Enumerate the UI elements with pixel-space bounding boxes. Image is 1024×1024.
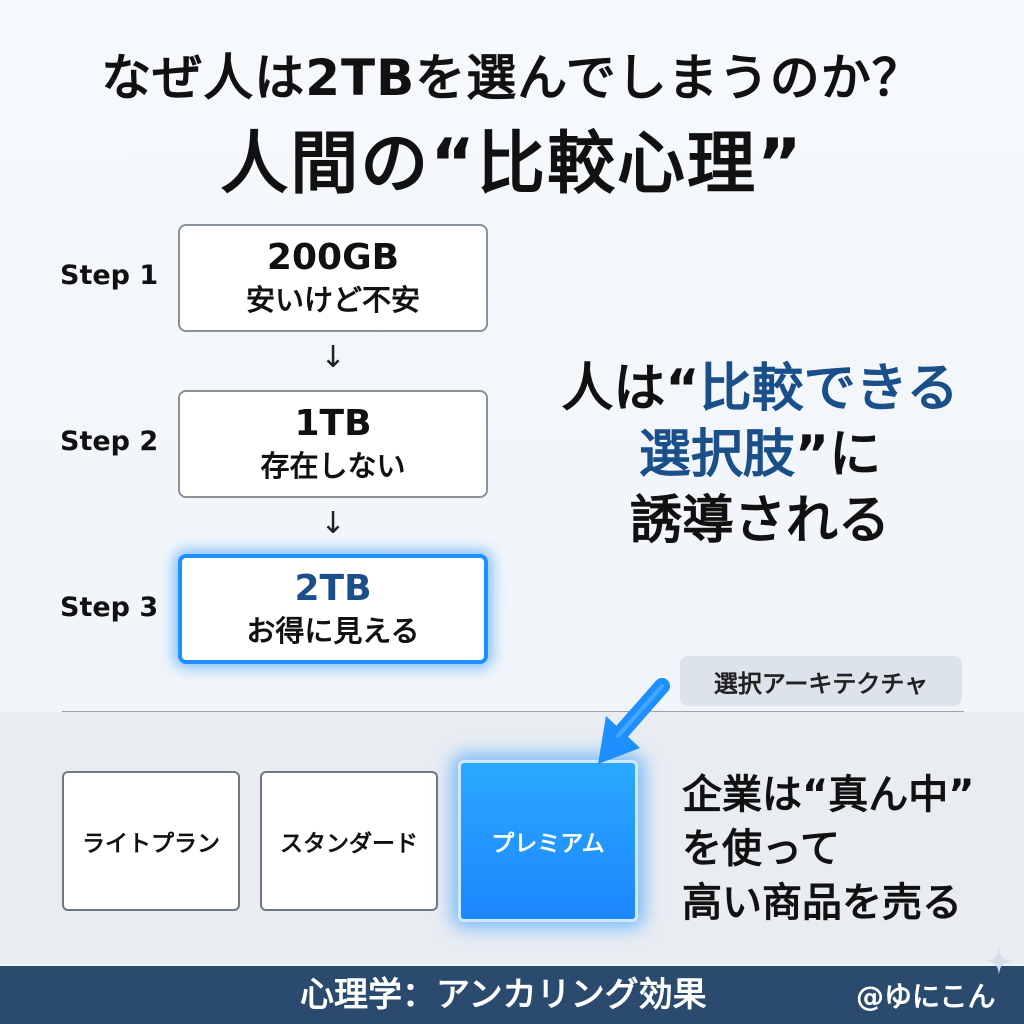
message-post: ”に bbox=[794, 425, 882, 485]
footer-label: 心理学：アンカリング効果 bbox=[300, 975, 707, 1015]
arrow-down-icon: ↓ bbox=[320, 506, 346, 541]
comparison-message: 人は“比較できる 選択肢”に 誘導される bbox=[540, 356, 980, 554]
footer-bar bbox=[0, 966, 1024, 1024]
arrow-down-icon: ↓ bbox=[320, 340, 346, 375]
section-divider bbox=[62, 711, 964, 712]
architecture-badge: 選択アーキテクチャ bbox=[680, 656, 962, 706]
plan-standard: スタンダード bbox=[260, 771, 438, 911]
step-1-box: 200GB 安いけど不安 bbox=[178, 224, 488, 332]
step-2-box: 1TB 存在しない bbox=[178, 390, 488, 498]
message-pre: 人は“ bbox=[561, 359, 700, 419]
page-title: なぜ人は2TBを選んでしまうのか？ bbox=[101, 49, 923, 107]
pricing-message-line2: を使って bbox=[682, 826, 840, 872]
message-highlight-2: 選択肢 bbox=[638, 425, 795, 485]
page-subtitle: 人間の“比較心理” bbox=[220, 125, 804, 204]
step-3-box: 2TB お得に見える bbox=[178, 554, 488, 664]
step-1-label: Step 1 bbox=[60, 260, 159, 291]
step-2-capacity: 1TB bbox=[294, 403, 372, 444]
comparison-message-line1: 人は“比較できる bbox=[540, 356, 980, 422]
step-3-label: Step 3 bbox=[60, 592, 159, 623]
sparkle-icon bbox=[985, 947, 1013, 975]
comparison-message-line2: 選択肢”に bbox=[540, 422, 980, 488]
step-2-note: 存在しない bbox=[260, 449, 406, 483]
pointer-arrow-icon bbox=[598, 678, 670, 764]
plan-premium: プレミアム bbox=[458, 760, 638, 922]
author-handle: @ゆにこん bbox=[856, 980, 996, 1013]
plan-light: ライトプラン bbox=[62, 771, 240, 911]
message-highlight-1: 比較できる bbox=[699, 359, 959, 419]
step-1-note: 安いけど不安 bbox=[245, 283, 420, 317]
pricing-message-line1: 企業は“真ん中” bbox=[682, 772, 975, 818]
pricing-message: 企業は“真ん中” を使って 高い商品を売る bbox=[682, 768, 1002, 930]
step-3-capacity: 2TB bbox=[294, 568, 372, 609]
pricing-message-line3: 高い商品を売る bbox=[682, 880, 962, 926]
step-2-label: Step 2 bbox=[60, 426, 159, 457]
comparison-message-line3: 誘導される bbox=[629, 491, 890, 551]
step-1-capacity: 200GB bbox=[266, 237, 400, 278]
step-3-note: お得に見える bbox=[246, 614, 420, 648]
